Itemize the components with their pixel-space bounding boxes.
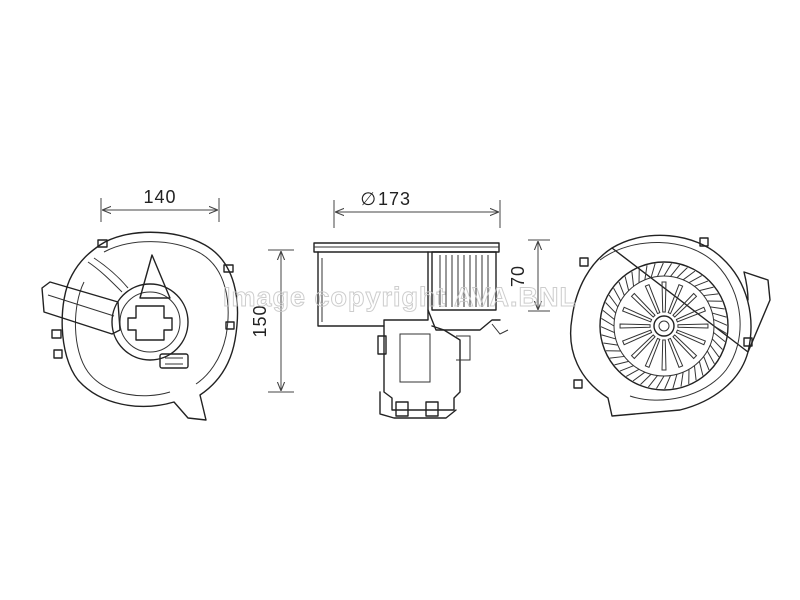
fan-blade bbox=[644, 265, 648, 280]
fan-spoke bbox=[621, 329, 653, 346]
fan-inner-spokes bbox=[619, 281, 709, 371]
fan-spoke bbox=[667, 337, 684, 369]
fan-blade bbox=[647, 375, 658, 388]
watermark: Image copyright AVA.BNL bbox=[223, 282, 577, 312]
fan-spoke bbox=[672, 292, 698, 318]
fan-blade bbox=[713, 332, 726, 343]
dimension-height-label: 150 bbox=[250, 304, 270, 337]
fan-blade bbox=[640, 373, 652, 385]
left-view-motor-side: 140 bbox=[41, 187, 239, 421]
volute-housing bbox=[61, 231, 239, 421]
fan-center-hub bbox=[653, 315, 675, 337]
fan-blade bbox=[703, 356, 710, 371]
middle-view-side-profile: ∅ 173 150 bbox=[250, 189, 509, 419]
fan-blade bbox=[600, 326, 615, 333]
motor-hub bbox=[111, 283, 189, 361]
fan-spoke bbox=[619, 323, 651, 329]
dimension-width-label: 140 bbox=[143, 187, 176, 207]
fan-volute bbox=[570, 234, 771, 417]
fan-blade bbox=[699, 286, 714, 292]
fan-blade bbox=[713, 325, 727, 334]
fan-blade bbox=[664, 375, 671, 390]
fan-blade bbox=[713, 319, 728, 326]
fan-blade-ring bbox=[600, 262, 728, 390]
fan-spoke bbox=[661, 281, 667, 313]
fan-blade bbox=[663, 263, 672, 277]
fan-blade bbox=[709, 344, 720, 358]
fan-blade bbox=[601, 318, 615, 327]
fan-blade bbox=[624, 276, 630, 291]
fan-blade bbox=[601, 334, 616, 340]
connector bbox=[159, 353, 189, 369]
fan-spoke bbox=[667, 283, 684, 315]
housing-body bbox=[317, 251, 429, 327]
fan-blade bbox=[688, 275, 703, 284]
fan-blade bbox=[670, 264, 681, 277]
fan-blade bbox=[603, 342, 618, 346]
fan-wheel bbox=[431, 251, 497, 311]
fan-blade bbox=[656, 375, 665, 389]
mounting-arm bbox=[41, 281, 121, 335]
fan-blade bbox=[618, 281, 625, 296]
fan-blade bbox=[694, 280, 709, 287]
dimension-diameter-label: 173 bbox=[378, 189, 411, 209]
fan-blade bbox=[625, 368, 640, 377]
fan-blade bbox=[682, 270, 696, 281]
fan-blade bbox=[710, 306, 725, 310]
fan-blade bbox=[657, 262, 664, 277]
motor-can bbox=[383, 325, 461, 411]
fan-blade bbox=[711, 338, 723, 350]
dimension-depth: 70 bbox=[508, 239, 550, 312]
fan-blade bbox=[619, 365, 634, 372]
fan-blade bbox=[605, 302, 617, 314]
fan-blade bbox=[706, 350, 715, 365]
fan-spoke bbox=[644, 337, 661, 369]
fan-spoke bbox=[630, 334, 656, 360]
fan-outer-ring bbox=[599, 261, 729, 391]
fan-blade bbox=[613, 287, 622, 302]
fan-blade bbox=[650, 263, 656, 278]
fan-blade bbox=[672, 374, 678, 389]
fan-blade bbox=[614, 360, 629, 366]
dimension-diameter: ∅ 173 bbox=[333, 189, 501, 228]
fan-blade bbox=[631, 271, 635, 287]
fan-spoke bbox=[672, 334, 698, 360]
fan-spoke bbox=[621, 306, 653, 323]
dimension-height: 150 bbox=[250, 249, 294, 393]
right-view-fan-side: 70 bbox=[508, 234, 771, 417]
dimension-depth-label: 70 bbox=[508, 265, 528, 287]
fan-spoke bbox=[675, 306, 707, 323]
fan-spoke bbox=[644, 283, 661, 315]
fan-blade bbox=[698, 361, 704, 376]
fan-spoke bbox=[630, 292, 656, 318]
diameter-symbol: ∅ bbox=[360, 189, 377, 209]
fan-blade bbox=[608, 294, 619, 308]
fan-blade bbox=[693, 365, 697, 381]
fan-blade bbox=[703, 293, 719, 297]
fan-blade bbox=[680, 372, 684, 387]
fan-blade bbox=[609, 355, 625, 359]
fan-spoke bbox=[661, 339, 667, 371]
fan-blade bbox=[676, 267, 688, 279]
fan-blade bbox=[712, 312, 727, 318]
dimension-width: 140 bbox=[100, 187, 220, 222]
fan-blade bbox=[632, 371, 646, 382]
fan-spoke bbox=[675, 329, 707, 346]
fan-blade bbox=[602, 309, 615, 320]
fan-spoke bbox=[677, 323, 709, 329]
fan-blades bbox=[439, 255, 489, 307]
